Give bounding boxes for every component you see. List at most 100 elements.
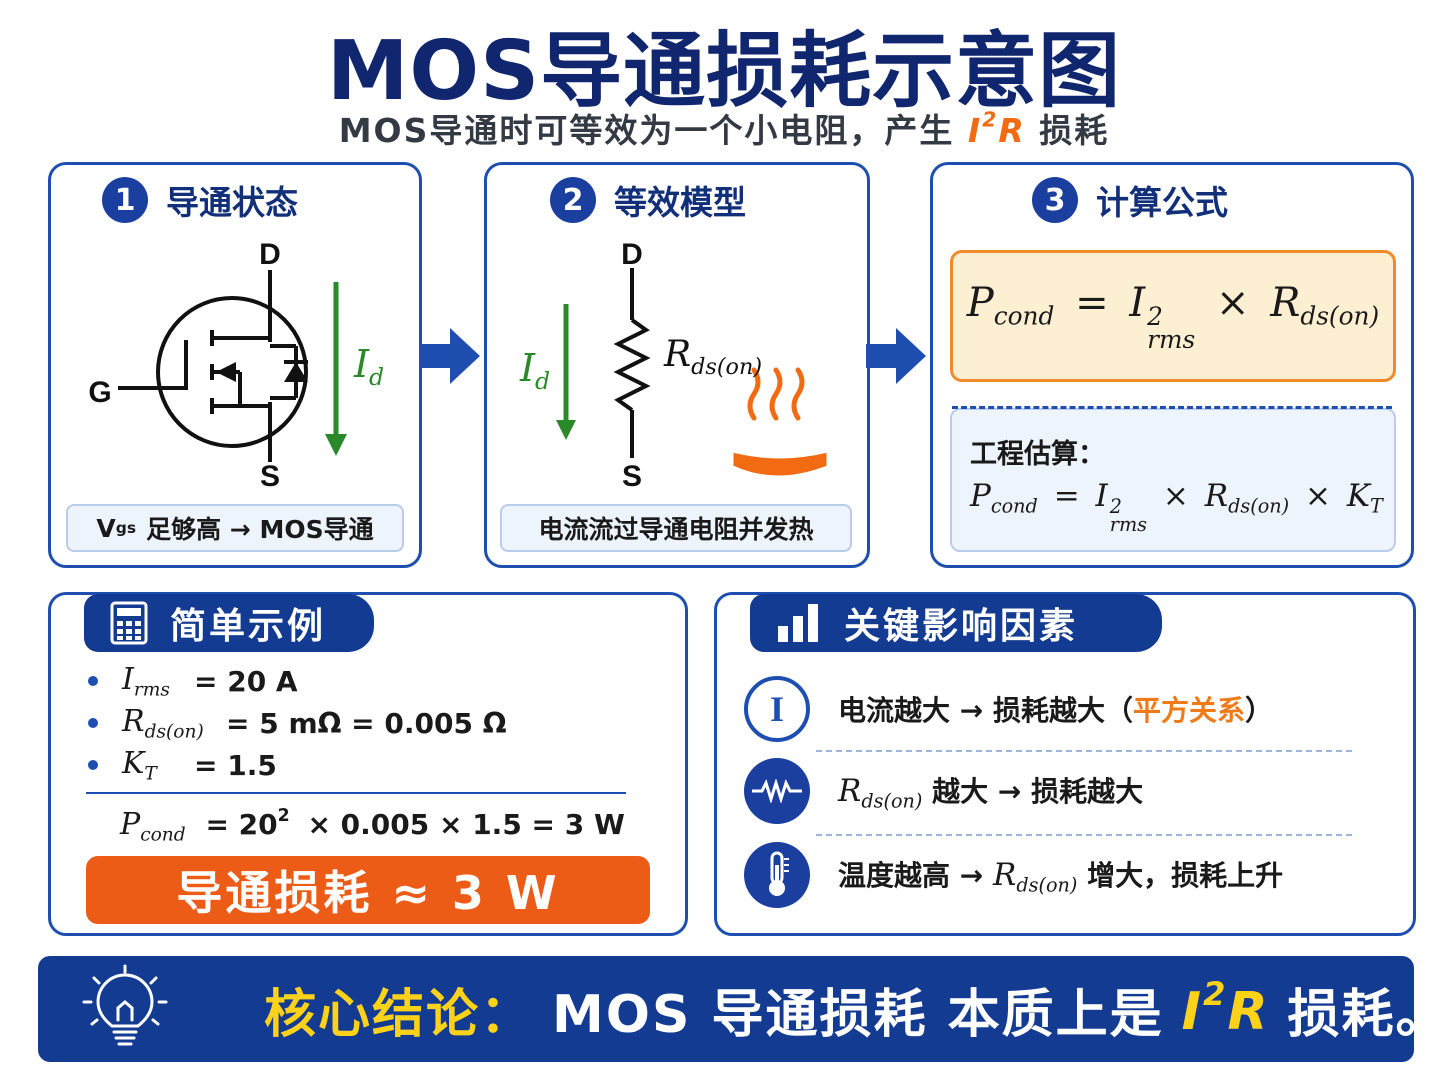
- body-diode-triangle: [284, 362, 308, 382]
- est-times-2: ×: [1305, 478, 1331, 514]
- pin-d-label: D: [259, 238, 281, 271]
- model-current-label-id: Id: [520, 346, 550, 395]
- formula-r: R: [1270, 280, 1301, 327]
- subtitle-i2r: I2R: [968, 108, 1039, 150]
- pin-g-label: G: [88, 376, 111, 409]
- calc-p-letter: P: [120, 807, 141, 843]
- resistor-zigzag-icon: [752, 779, 802, 803]
- f3-rdson: Rds(on): [992, 856, 1078, 897]
- example-calculation: Pcond = 202 × 0.005 × 1.5 = 3 W: [120, 806, 625, 846]
- example-row-symbol: KT: [122, 746, 190, 785]
- subtitle-r: R: [998, 111, 1026, 150]
- f3-r: R: [992, 856, 1017, 893]
- conclusion-exp: 2: [1203, 975, 1228, 1014]
- step-number-3: 3: [1032, 177, 1078, 223]
- example-tab-title: 简单示例: [170, 606, 327, 647]
- factor-rdson-text: Rds(on) 越大 → 损耗越大: [838, 770, 1143, 813]
- row2-value: = 1.5: [194, 748, 277, 782]
- resistor-symbol: [613, 268, 651, 458]
- model-current-arrow-head: [556, 420, 576, 440]
- estimate-dashed-line: [952, 406, 1392, 409]
- f3-sub: ds(on): [1016, 873, 1078, 897]
- factor-current-text: 电流越大 → 损耗越大（平方关系）: [838, 689, 1273, 729]
- card-formula-header: 3 计算公式: [1032, 176, 1228, 224]
- mosfet-body-circle: [156, 296, 308, 448]
- calc-p-sub: cond: [140, 824, 186, 846]
- f1-a: 电流越大 → 损耗越大（: [838, 694, 1133, 727]
- example-tab: 简单示例: [84, 594, 374, 652]
- est-times-1: ×: [1162, 478, 1189, 514]
- factor-separator-1: [816, 750, 1352, 752]
- subtitle-prefix: MOS导通时可等效为一个小电阻，产生: [338, 111, 955, 150]
- page-title: MOS导通损耗示意图: [326, 24, 1122, 119]
- estimate-box: [950, 408, 1396, 552]
- current-arrow-head: [325, 434, 347, 456]
- pin-s-label: S: [260, 460, 280, 493]
- f1-b: ）: [1244, 694, 1273, 727]
- current-icon-letter: I: [769, 689, 784, 729]
- example-result-banner: 导通损耗 ≈ 3 W: [86, 856, 650, 924]
- model-pin-d-label: D: [621, 238, 643, 271]
- f2-rdson: Rds(on): [838, 772, 923, 813]
- f3-rest: 增大，损耗上升: [1087, 858, 1284, 892]
- f3-a: 温度越高 →: [838, 858, 984, 892]
- resistor-sub: ds(on): [691, 353, 763, 380]
- example-row-kt: KT = 1.5: [88, 746, 277, 785]
- formula-p-sub: cond: [993, 301, 1055, 331]
- example-row-symbol: Irms: [122, 662, 190, 701]
- card-equivalent-model-title: 等效模型: [614, 183, 746, 222]
- conclusion-bar: 核心结论： MOS 导通损耗 本质上是 I2R 损耗。: [38, 956, 1447, 1062]
- row1-value: = 5 mΩ = 0.005 Ω: [226, 706, 507, 740]
- formula-eq: =: [1075, 280, 1109, 327]
- row2-sym: K: [122, 746, 145, 781]
- current-label-id: Id: [354, 342, 384, 391]
- card-conduction-state-header: 1 导通状态: [102, 176, 298, 224]
- calc-rest-b: × 0.005 × 1.5 = 3 W: [307, 808, 625, 842]
- model-current-sub: d: [535, 367, 551, 396]
- calc-exp: 2: [277, 806, 290, 826]
- example-row-rdson: Rds(on) = 5 mΩ = 0.005 Ω: [88, 704, 507, 743]
- est-i: I: [1095, 478, 1108, 514]
- factor-current: I 电流越大 → 损耗越大（平方关系）: [744, 676, 1273, 742]
- resistor-label-rdson: Rds(on): [664, 334, 762, 380]
- f2-sub: ds(on): [861, 789, 923, 813]
- card-equivalent-model: [484, 162, 870, 568]
- est-k-sub: T: [1370, 494, 1383, 518]
- row0-sym: I: [122, 662, 134, 697]
- factors-tab-title: 关键影响因素: [844, 606, 1079, 647]
- est-p: P: [970, 478, 991, 514]
- row2-sub: T: [144, 763, 157, 785]
- conclusion-body-b: 损耗。: [1287, 984, 1448, 1045]
- conclusion-i: I: [1181, 982, 1203, 1043]
- flow-arrow-2: [866, 328, 926, 384]
- example-row-irms: Irms = 20 A: [88, 662, 298, 701]
- f2-r: R: [838, 772, 862, 809]
- thermometer-icon: [744, 842, 810, 908]
- row0-sub: rms: [133, 679, 170, 701]
- resistor-r: R: [664, 334, 692, 375]
- row1-sym: R: [122, 704, 145, 739]
- card-equivalent-model-header: 2 等效模型: [550, 176, 746, 224]
- formula-i-sup: 2: [1147, 301, 1163, 331]
- est-p-sub: cond: [990, 494, 1038, 518]
- est-i-sup: 2: [1109, 494, 1123, 518]
- factor-temperature: 温度越高 → Rds(on) 增大，损耗上升: [744, 842, 1283, 908]
- conclusion-lead: 核心结论：: [264, 984, 535, 1045]
- card-formula-title: 计算公式: [1096, 183, 1228, 222]
- formula-i: I: [1129, 280, 1146, 327]
- thermometer-glyph: [769, 851, 789, 896]
- conclusion-i2r: I2R: [1182, 975, 1270, 1042]
- resistor-icon: [744, 758, 810, 824]
- est-i-sub: rms: [1109, 513, 1148, 537]
- row1-sub: ds(on): [144, 721, 204, 743]
- page-subtitle: MOS导通时可等效为一个小电阻，产生 I2R 损耗: [0, 104, 1448, 152]
- lightbulb-icon: [82, 964, 168, 1046]
- formula-times: ×: [1215, 280, 1250, 327]
- calc-p: Pcond: [120, 807, 186, 846]
- model-pin-s-label: S: [622, 460, 642, 493]
